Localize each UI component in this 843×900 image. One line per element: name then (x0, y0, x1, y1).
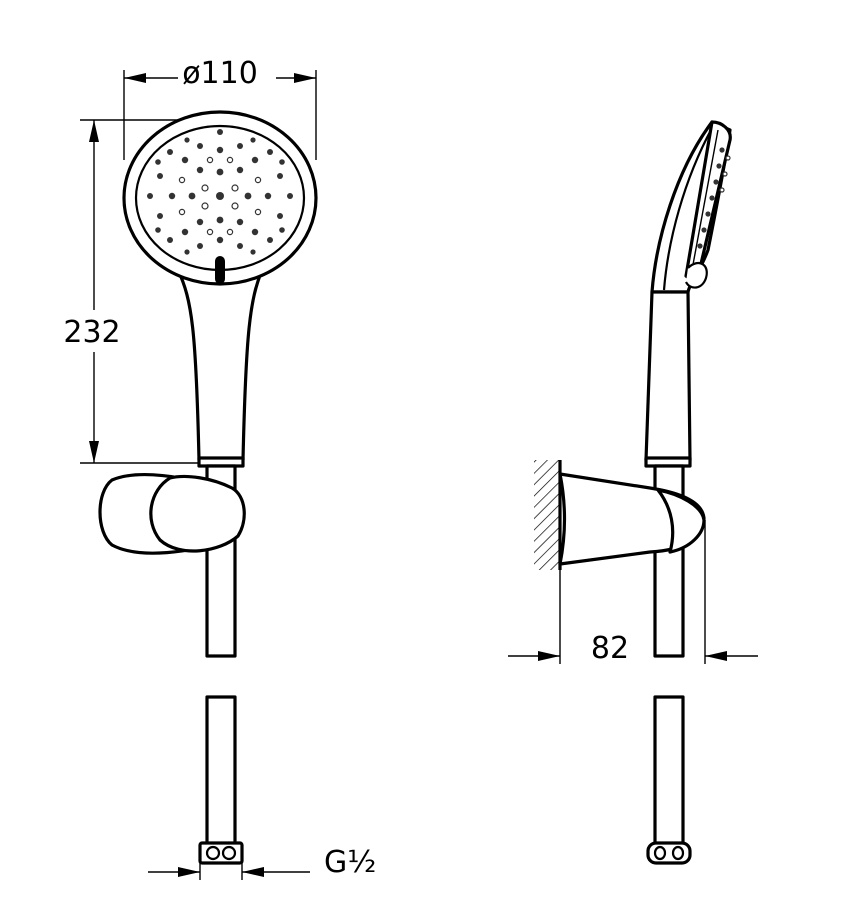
hose-fitting-side (646, 841, 692, 865)
shower-head-side (650, 120, 732, 294)
thread-label: G½ (324, 845, 376, 880)
depth-dimension: 82 (508, 520, 758, 666)
mode-selector (215, 256, 225, 284)
front-view: ø110 232 (63, 56, 376, 880)
shower-handle-side (644, 290, 692, 462)
diameter-label: ø110 (182, 56, 258, 91)
thread-dimension: G½ (148, 843, 376, 880)
shower-handle (176, 268, 264, 462)
diameter-dimension: ø110 (123, 56, 317, 160)
height-dimension: 232 (63, 119, 220, 464)
hose-lower-side (653, 695, 685, 847)
hose-lower (205, 695, 237, 847)
depth-label: 82 (591, 631, 629, 666)
shower-head (122, 110, 318, 286)
height-label: 232 (63, 315, 120, 350)
wall-holder-side (558, 472, 706, 566)
spray-nozzles (147, 129, 293, 255)
wall-hatch (534, 460, 560, 570)
wall-holder-front (98, 472, 246, 555)
mode-selector-side (685, 261, 708, 289)
hose-fitting-front (198, 841, 244, 865)
side-view: 82 (508, 120, 758, 865)
side-nozzles (697, 147, 731, 249)
